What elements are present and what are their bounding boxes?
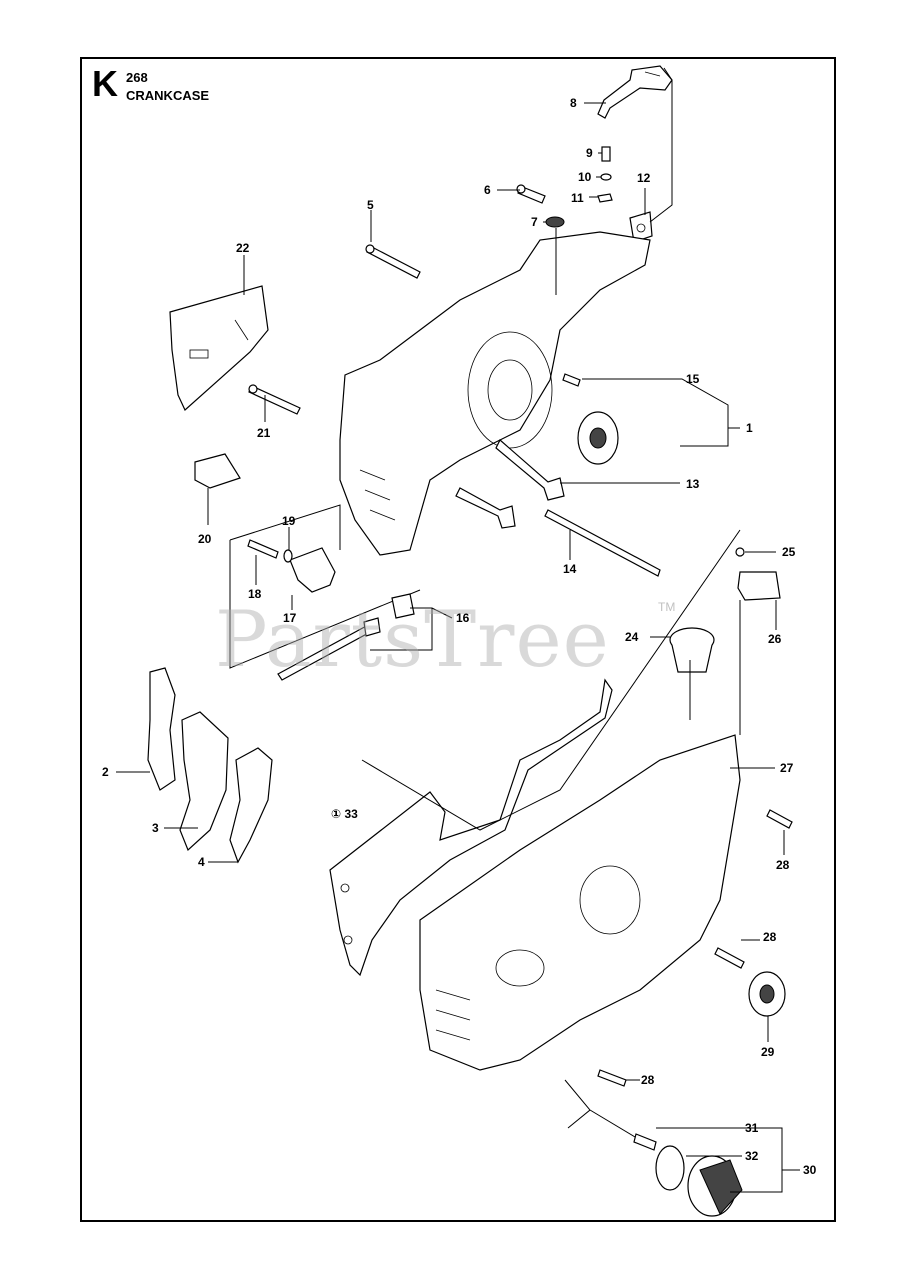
- part-8-handle-bracket: [597, 65, 673, 119]
- part-3-plate: [179, 711, 229, 852]
- part-24-grommet: [669, 627, 715, 673]
- part-20-buffer: [194, 453, 241, 489]
- callout-1[interactable]: 1: [746, 421, 753, 435]
- part-1-crankcase-half: [339, 231, 651, 556]
- callout-31[interactable]: 31: [745, 1121, 759, 1135]
- callout-3[interactable]: 3: [152, 821, 159, 835]
- callout-15[interactable]: 15: [686, 372, 700, 386]
- part-26-switch: [737, 571, 781, 601]
- diagram-title: CRANKCASE: [126, 88, 210, 103]
- part-18-screw: [247, 539, 279, 559]
- part-19-washer: [283, 549, 293, 563]
- part-25-screw: [735, 547, 745, 557]
- callout-33[interactable]: ① 33: [331, 807, 358, 821]
- callout-6[interactable]: 6: [484, 183, 491, 197]
- part-17-bracket: [289, 547, 336, 593]
- part-27-crankcase-half: [419, 734, 741, 1071]
- part-6-bolt: [516, 184, 546, 204]
- part-7-sleeve: [545, 216, 565, 228]
- part-21-bolt: [248, 384, 301, 415]
- callout-8[interactable]: 8: [570, 96, 577, 110]
- part-brake-subassembly-box: [229, 504, 421, 669]
- part-4-plate: [229, 747, 273, 864]
- part-2-plate: [147, 667, 176, 791]
- callout-17[interactable]: 17: [283, 611, 297, 625]
- callout-22[interactable]: 22: [236, 241, 250, 255]
- callout-29[interactable]: 29: [761, 1045, 775, 1059]
- watermark: PartsTree: [215, 595, 610, 685]
- callout-20[interactable]: 20: [198, 532, 212, 546]
- callout-10[interactable]: 10: [578, 170, 592, 184]
- callout-27[interactable]: 27: [780, 761, 794, 775]
- part-32-o-ring: [655, 1145, 685, 1191]
- part-33-gasket: [329, 678, 613, 977]
- part-5-long-bolt: [365, 244, 421, 279]
- part-29-seal: [748, 971, 786, 1017]
- callout-26[interactable]: 26: [768, 632, 782, 646]
- callout-7[interactable]: 7: [531, 215, 538, 229]
- part-12-bracket: [629, 211, 653, 243]
- callout-24[interactable]: 24: [625, 630, 639, 644]
- part-30-cap: [687, 1155, 743, 1217]
- callout-2[interactable]: 2: [102, 765, 109, 779]
- part-11-nut: [597, 193, 613, 203]
- callout-32[interactable]: 32: [745, 1149, 759, 1163]
- callout-18[interactable]: 18: [248, 587, 262, 601]
- part-9-screw: [601, 146, 611, 162]
- callout-12[interactable]: 12: [637, 171, 651, 185]
- callout-21[interactable]: 21: [257, 426, 271, 440]
- part-10-washer: [600, 173, 612, 181]
- callout-14[interactable]: 14: [563, 562, 577, 576]
- callout-13[interactable]: 13: [686, 477, 700, 491]
- part-16-adjuster: [277, 593, 415, 681]
- callout-28-a[interactable]: 28: [776, 858, 790, 872]
- callout-25[interactable]: 25: [782, 545, 796, 559]
- callout-28-b[interactable]: 28: [763, 930, 777, 944]
- section-letter: K: [92, 63, 118, 104]
- part-28-screw-b: [714, 947, 745, 969]
- callout-5[interactable]: 5: [367, 198, 374, 212]
- part-15-pin: [562, 373, 581, 387]
- part-bolts-mid: [455, 439, 565, 529]
- part-31-hose: [564, 1079, 657, 1151]
- callout-19[interactable]: 19: [282, 514, 296, 528]
- callout-28-c[interactable]: 28: [641, 1073, 655, 1087]
- leader-lines: [116, 67, 800, 1193]
- part-28-screw-a: [766, 809, 793, 829]
- callout-30[interactable]: 30: [803, 1163, 817, 1177]
- part-28-screw-c: [597, 1069, 627, 1087]
- part-22-chain-plate: [169, 285, 269, 411]
- part-13-bearing: [577, 411, 619, 465]
- watermark-tm: TM: [658, 600, 676, 614]
- callout-9[interactable]: 9: [586, 146, 593, 160]
- diagram-frame: [80, 57, 836, 1222]
- callout-16[interactable]: 16: [456, 611, 470, 625]
- part-14-rod: [544, 509, 661, 577]
- callout-11[interactable]: 11: [571, 191, 584, 205]
- callout-4[interactable]: 4: [198, 855, 205, 869]
- model-number: 268: [126, 70, 148, 85]
